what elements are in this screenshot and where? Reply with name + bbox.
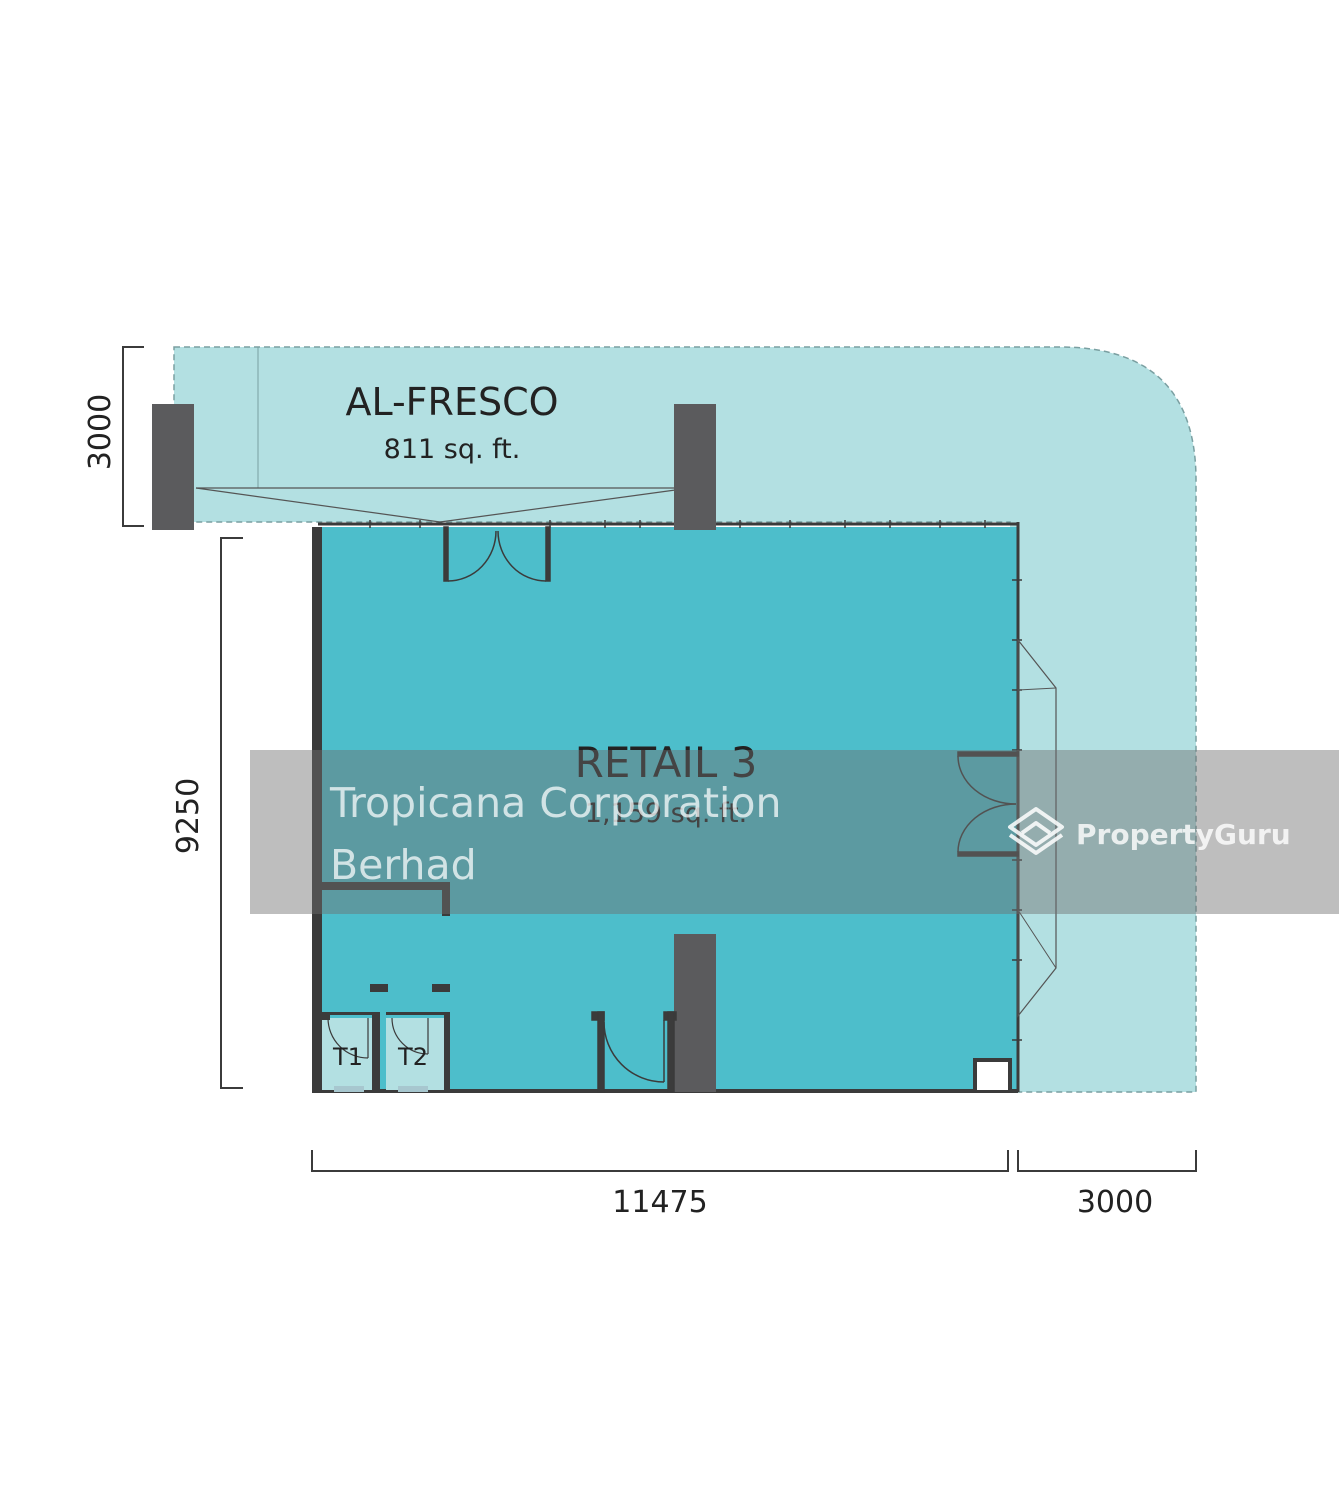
- left-wall: [312, 527, 322, 1092]
- dim-corridor-width: 3000: [1077, 1185, 1153, 1220]
- toilet-t2-room: [386, 1018, 444, 1090]
- toilet-vents: [334, 1086, 428, 1092]
- propertyguru-logo-icon: [1008, 807, 1064, 855]
- propertyguru-logo: PropertyGuru: [1006, 805, 1291, 863]
- retail-area: [318, 527, 1018, 1092]
- toilet-walls: [322, 984, 450, 1092]
- inner-partition: [320, 882, 450, 890]
- toilet-t1-room: [322, 1018, 374, 1090]
- retail-label: RETAIL 3: [575, 738, 758, 787]
- watermark-owner-line-1: Tropicana Corporation: [330, 779, 782, 827]
- toilet-t2-label: T2: [397, 1043, 428, 1071]
- toilet-doors: [327, 1017, 429, 1059]
- side-canopy-brace-1: [1017, 687, 1057, 691]
- retail-area-label: 1,159 sq. ft.: [585, 798, 747, 829]
- side-canopy-brace-2: [1017, 909, 1057, 969]
- toilet-t1-label: T1: [332, 1043, 363, 1071]
- column-mid: [674, 404, 716, 530]
- alfresco-area-label: 811 sq. ft.: [384, 434, 521, 465]
- bottom-notch: [973, 1058, 1012, 1090]
- watermark-band: [250, 750, 1339, 914]
- watermark-owner-line-2: Berhad: [330, 841, 477, 889]
- watermark-owner: Tropicana Corporation Berhad: [330, 772, 950, 896]
- inner-partition-end: [442, 882, 450, 916]
- main-double-door: [443, 526, 551, 582]
- propertyguru-brand: PropertyGuru: [1076, 817, 1291, 851]
- dim-retail-depth: 9250: [171, 778, 206, 854]
- column-bottom: [674, 934, 716, 1092]
- side-double-door: [957, 751, 1019, 857]
- back-door: [591, 1011, 677, 1093]
- dimension-lines: [122, 346, 1197, 1172]
- alfresco-label: AL-FRESCO: [345, 380, 558, 424]
- dim-retail-width: 11475: [612, 1185, 707, 1220]
- canopy-lines: [195, 487, 691, 523]
- dim-alfresco-depth: 3000: [83, 394, 118, 470]
- column-left: [152, 404, 194, 530]
